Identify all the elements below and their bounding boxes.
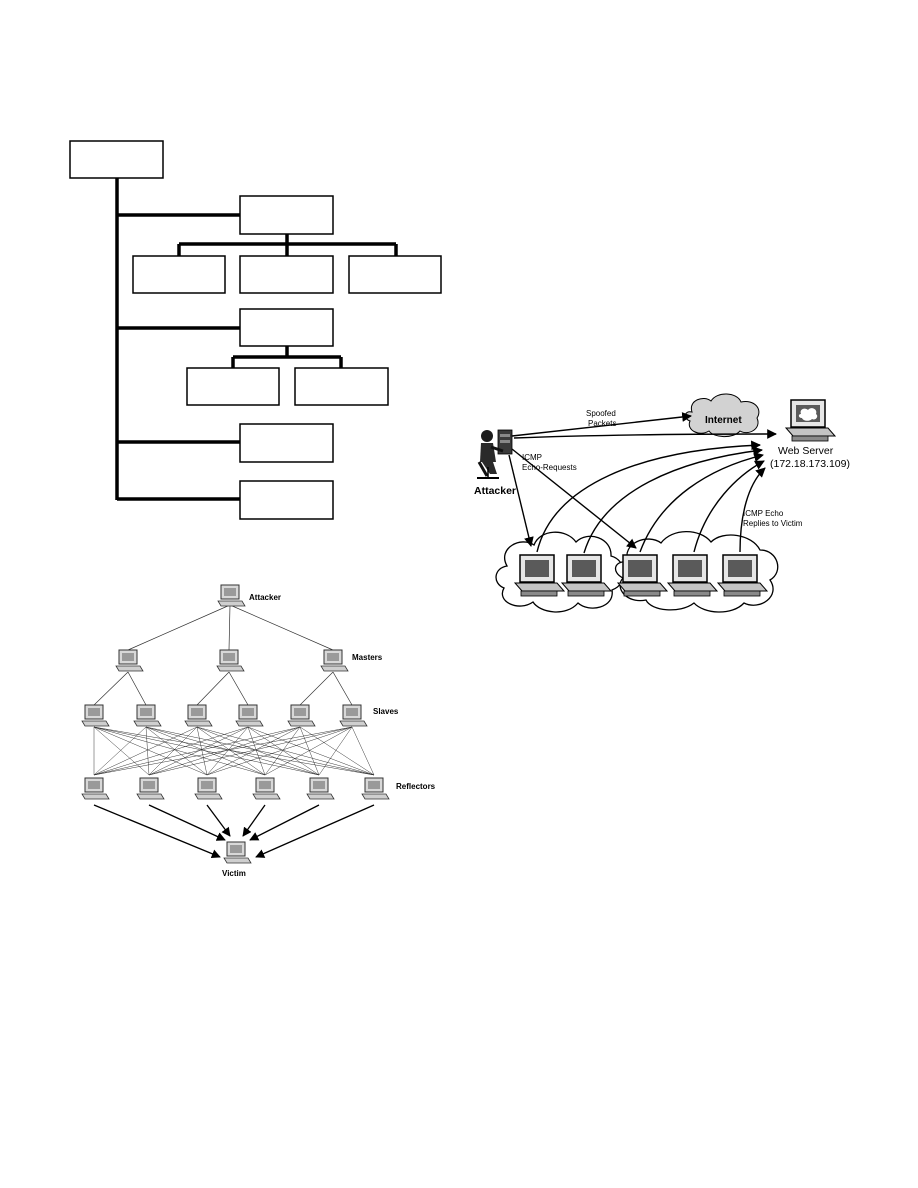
victim-label: Victim — [222, 869, 246, 878]
tree-root-box — [69, 140, 164, 179]
masters-label: Masters — [352, 653, 383, 662]
reflector-computer-icon — [194, 777, 223, 800]
smurf-arrows — [508, 412, 777, 554]
attacker-label: Attacker — [249, 593, 281, 602]
ddos-hierarchy-diagram: Attacker Masters Slaves Reflectors Victi… — [81, 584, 436, 878]
tree-leaf-box — [348, 255, 442, 294]
web-server-label: Web Server — [778, 445, 834, 457]
reflector-computer-icon — [136, 777, 165, 800]
icmp-echo-replies-label-line1: ICMP Echo — [743, 509, 784, 518]
reflector-to-victim-arrows — [93, 804, 375, 859]
tree-branch-box — [239, 195, 334, 235]
reflector-computer-icon — [81, 777, 110, 800]
tree-diagram — [69, 140, 442, 520]
master-computer-icon — [216, 649, 245, 672]
tree-leaf-box — [186, 367, 280, 406]
icmp-echo-replies-label-line2: Replies to Victim — [743, 519, 803, 528]
tree-leaf-box — [294, 367, 389, 406]
internet-cloud — [684, 393, 760, 438]
icmp-echo-requests-label-line2: Echo-Requests — [522, 463, 577, 472]
smurf-attack-diagram: Internet Attacker — [474, 393, 850, 613]
reflectors-label: Reflectors — [396, 782, 436, 791]
slave-computer-icon — [339, 704, 368, 727]
tree-connectors — [115, 177, 398, 501]
broadcast-network-cloud — [495, 531, 625, 613]
slaves-label: Slaves — [373, 707, 399, 716]
slave-computer-icon — [81, 704, 110, 727]
victim-computer-icon — [223, 841, 252, 864]
hierarchy-links — [93, 604, 353, 706]
master-computer-icon — [115, 649, 144, 672]
attacker-computer-icon — [217, 584, 246, 607]
reflector-computer-icon — [361, 777, 390, 800]
tree-leaf-box — [132, 255, 226, 294]
slave-computer-icon — [184, 704, 213, 727]
internet-label: Internet — [705, 415, 742, 426]
tree-branch-box — [239, 308, 334, 347]
icmp-echo-requests-label-line1: ICMP — [522, 453, 542, 462]
tree-leaf-box — [239, 255, 334, 294]
slave-reflector-mesh — [93, 726, 375, 776]
attacker-label: Attacker — [474, 485, 516, 497]
spoofed-packets-label-line1: Spoofed — [586, 409, 616, 418]
slave-computer-icon — [235, 704, 264, 727]
reflector-computer-icon — [252, 777, 281, 800]
tree-branch-box — [239, 480, 334, 520]
tree-branch-box — [239, 423, 334, 463]
reflector-computer-icon — [306, 777, 335, 800]
attacker-person-icon — [477, 429, 513, 479]
slave-computer-icon — [287, 704, 316, 727]
spoofed-packets-label-line2: Packets — [588, 419, 616, 428]
master-computer-icon — [320, 649, 349, 672]
slave-computer-icon — [133, 704, 162, 727]
web-server-computer-icon — [785, 399, 836, 442]
web-server-ip: (172.18.173.109) — [770, 458, 850, 470]
